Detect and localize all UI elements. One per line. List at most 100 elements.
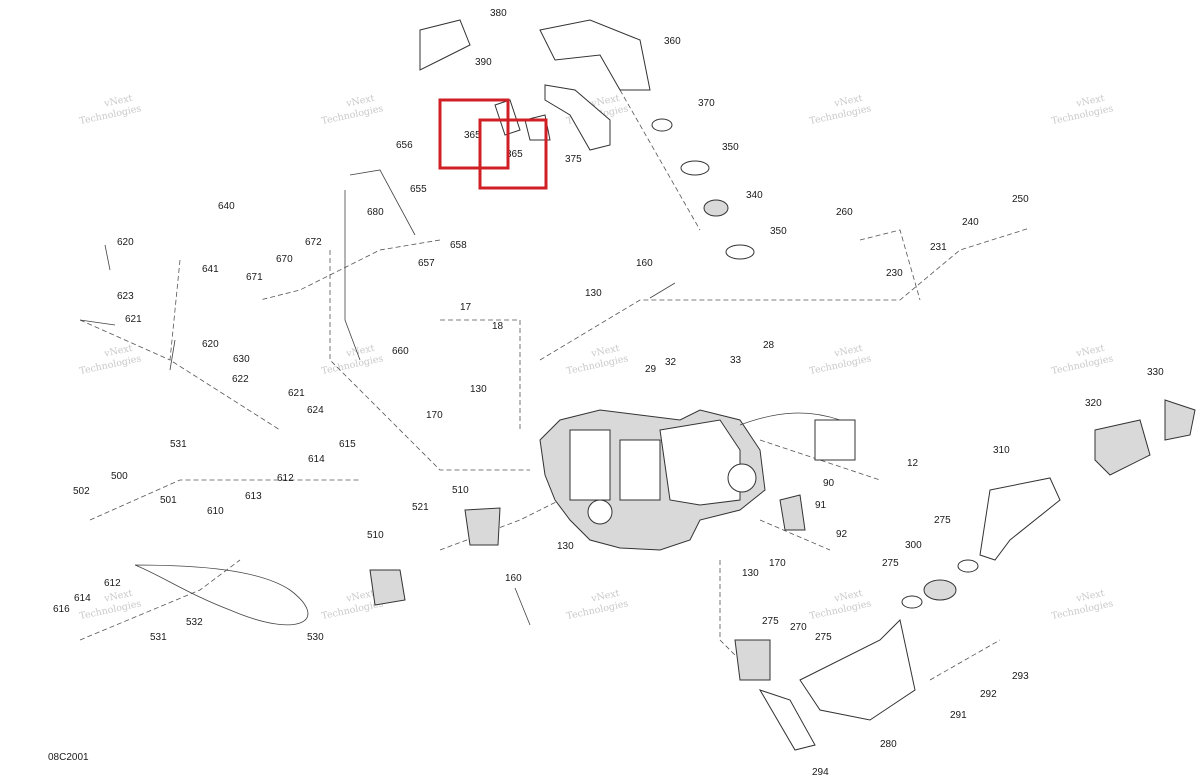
callout-350: 350 bbox=[722, 142, 739, 153]
callout-18: 18 bbox=[492, 321, 504, 332]
callout-91: 91 bbox=[815, 500, 827, 511]
callout-360: 360 bbox=[664, 36, 681, 47]
callout-375: 375 bbox=[565, 154, 582, 165]
callout-32: 32 bbox=[665, 357, 677, 368]
callout-532: 532 bbox=[186, 617, 203, 628]
callout-610: 610 bbox=[207, 506, 224, 517]
callout-330: 330 bbox=[1147, 367, 1164, 378]
callout-621: 621 bbox=[288, 388, 305, 399]
callout-521: 521 bbox=[412, 502, 429, 513]
highlight-box-2[interactable] bbox=[478, 118, 548, 190]
callout-623: 623 bbox=[117, 291, 134, 302]
callout-291: 291 bbox=[950, 710, 967, 721]
callout-275: 275 bbox=[815, 632, 832, 643]
callout-656: 656 bbox=[396, 140, 413, 151]
callout-160: 160 bbox=[636, 258, 653, 269]
callout-92: 92 bbox=[836, 529, 848, 540]
callout-294: 294 bbox=[812, 767, 829, 776]
callout-614: 614 bbox=[308, 454, 325, 465]
callout-28: 28 bbox=[763, 340, 775, 351]
callout-390: 390 bbox=[475, 57, 492, 68]
callout-615: 615 bbox=[339, 439, 356, 450]
callout-29: 29 bbox=[645, 364, 657, 375]
callout-640: 640 bbox=[218, 201, 235, 212]
engine-assembly bbox=[539, 409, 856, 551]
callout-293: 293 bbox=[1012, 671, 1029, 682]
callout-624: 624 bbox=[307, 405, 324, 416]
callout-612: 612 bbox=[104, 578, 121, 589]
callout-170: 170 bbox=[426, 410, 443, 421]
callout-340: 340 bbox=[746, 190, 763, 201]
callout-260: 260 bbox=[836, 207, 853, 218]
callout-680: 680 bbox=[367, 207, 384, 218]
callout-90: 90 bbox=[823, 478, 835, 489]
callout-501: 501 bbox=[160, 495, 177, 506]
callout-370: 370 bbox=[698, 98, 715, 109]
callout-292: 292 bbox=[980, 689, 997, 700]
callout-620: 620 bbox=[117, 237, 134, 248]
callout-310: 310 bbox=[993, 445, 1010, 456]
callout-655: 655 bbox=[410, 184, 427, 195]
callout-365: 365 bbox=[464, 130, 481, 141]
callout-160: 160 bbox=[505, 573, 522, 584]
callout-33: 33 bbox=[730, 355, 742, 366]
callout-240: 240 bbox=[962, 217, 979, 228]
callout-641: 641 bbox=[202, 264, 219, 275]
diagram-code: 08C2001 bbox=[48, 752, 89, 763]
callout-275: 275 bbox=[934, 515, 951, 526]
parts bbox=[79, 19, 1196, 751]
callout-531: 531 bbox=[150, 632, 167, 643]
callout-231: 231 bbox=[930, 242, 947, 253]
callout-671: 671 bbox=[246, 272, 263, 283]
callout-510: 510 bbox=[452, 485, 469, 496]
callout-130: 130 bbox=[470, 384, 487, 395]
callout-612: 612 bbox=[277, 473, 294, 484]
callout-670: 670 bbox=[276, 254, 293, 265]
callout-614: 614 bbox=[74, 593, 91, 604]
callout-130: 130 bbox=[557, 541, 574, 552]
callout-275: 275 bbox=[762, 616, 779, 627]
highlight-box-1[interactable] bbox=[438, 98, 510, 170]
callout-280: 280 bbox=[880, 739, 897, 750]
callout-12: 12 bbox=[907, 458, 919, 469]
callout-658: 658 bbox=[450, 240, 467, 251]
callout-17: 17 bbox=[460, 302, 472, 313]
callout-500: 500 bbox=[111, 471, 128, 482]
callout-510: 510 bbox=[367, 530, 384, 541]
callout-350: 350 bbox=[770, 226, 787, 237]
callout-230: 230 bbox=[886, 268, 903, 279]
callout-616: 616 bbox=[53, 604, 70, 615]
callout-620: 620 bbox=[202, 339, 219, 350]
callout-130: 130 bbox=[585, 288, 602, 299]
callout-613: 613 bbox=[245, 491, 262, 502]
callout-672: 672 bbox=[305, 237, 322, 248]
callout-530: 530 bbox=[307, 632, 324, 643]
callout-380: 380 bbox=[490, 8, 507, 19]
callout-250: 250 bbox=[1012, 194, 1029, 205]
callout-300: 300 bbox=[905, 540, 922, 551]
callout-130: 130 bbox=[742, 568, 759, 579]
callout-630: 630 bbox=[233, 354, 250, 365]
callout-170: 170 bbox=[769, 558, 786, 569]
callout-621: 621 bbox=[125, 314, 142, 325]
callout-660: 660 bbox=[392, 346, 409, 357]
callout-622: 622 bbox=[232, 374, 249, 385]
assembly-lines bbox=[79, 89, 1031, 681]
callout-320: 320 bbox=[1085, 398, 1102, 409]
callout-502: 502 bbox=[73, 486, 90, 497]
